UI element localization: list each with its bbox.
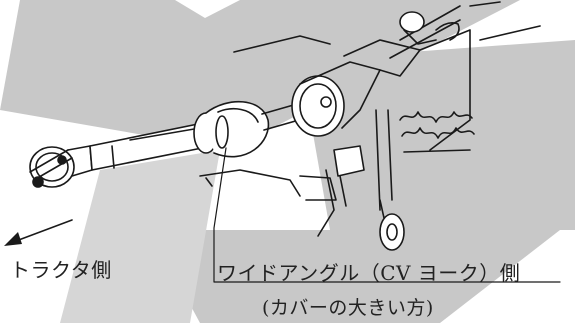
implement-frame	[233, 1, 541, 151]
cv-cover	[193, 100, 270, 158]
white-notch	[175, 0, 240, 18]
shadow-band-top	[0, 0, 520, 150]
arrow-left-down-icon	[4, 219, 73, 246]
shadow-band-bottom-left	[60, 150, 220, 323]
shadow-band-right	[300, 40, 575, 230]
cover-note-label: (カバーの大きい方)	[262, 297, 434, 319]
leader-line	[213, 147, 561, 283]
support-legs	[199, 109, 393, 237]
tractor-side-label: トラクタ側	[10, 258, 112, 282]
shadow-band-lower	[150, 230, 560, 323]
rake-tines	[399, 111, 475, 153]
implement-gearbox	[291, 39, 421, 137]
shaft-tube	[89, 123, 203, 171]
tractor-yoke	[29, 145, 93, 188]
wide-angle-side-label: ワイドアングル（CV ヨーク）側	[217, 261, 521, 285]
caster-wheel	[379, 199, 405, 251]
